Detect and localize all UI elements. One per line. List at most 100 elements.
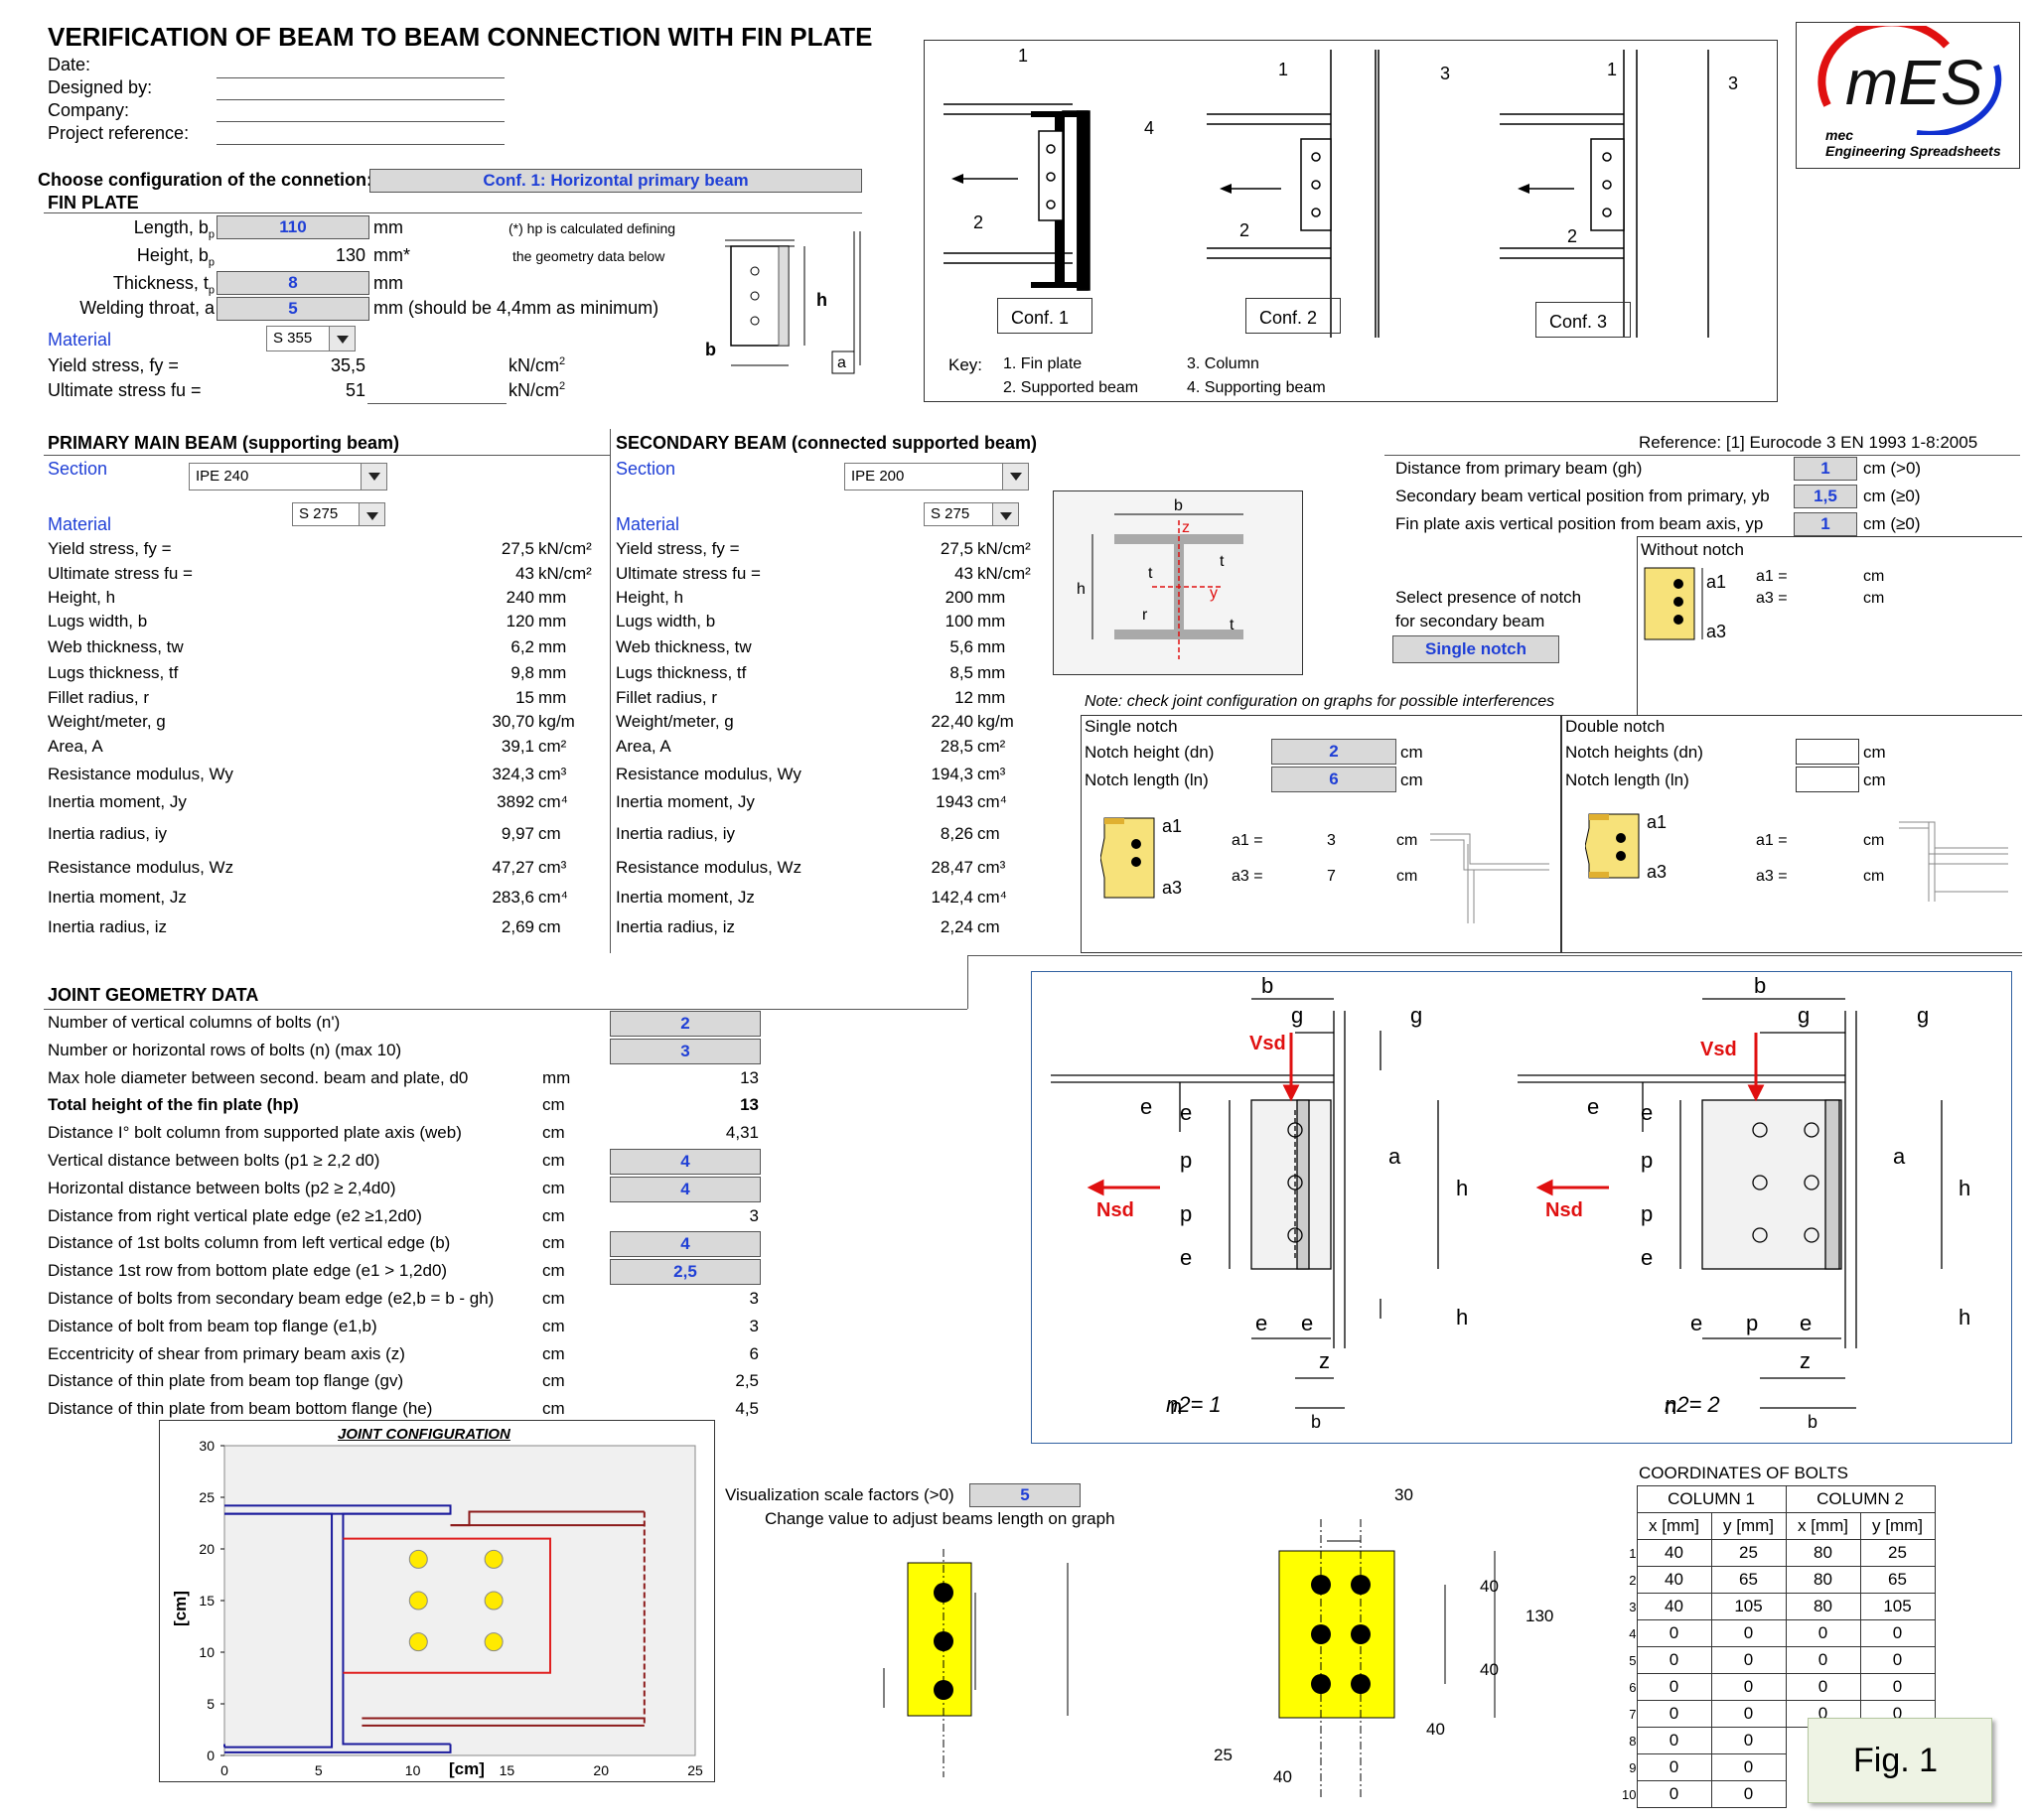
secondary-prop-label: Lugs width, b xyxy=(616,612,716,630)
secondary-prop-value: 194,3 xyxy=(931,765,973,783)
svg-text:p: p xyxy=(1180,1201,1192,1226)
notch-select[interactable]: Single notch xyxy=(1392,635,1559,663)
primary-prop-label: Height, h xyxy=(48,588,116,607)
primary-material-select[interactable]: S 275 xyxy=(292,502,385,526)
secondary-prop-value: 8,26 xyxy=(940,824,973,843)
primary-prop-unit: mm xyxy=(538,637,567,656)
without-a3-unit: cm xyxy=(1863,590,1885,607)
primary-material-label: Material xyxy=(48,514,112,534)
single-dn-input[interactable]: 2 xyxy=(1271,739,1396,765)
joint-row-input[interactable]: 2 xyxy=(610,1011,761,1037)
conf2-label: Conf. 2 xyxy=(1259,308,1318,328)
config-select[interactable]: Conf. 1: Horizontal primary beam xyxy=(369,169,862,193)
dim-25: 25 xyxy=(1214,1746,1233,1764)
fin-thickness-label: Thickness, tp xyxy=(112,273,215,297)
conf3-label-box xyxy=(1535,302,1631,338)
secondary-prop-label: Weight/meter, g xyxy=(616,712,734,731)
svg-text:e: e xyxy=(1140,1094,1152,1119)
svg-text:h: h xyxy=(1456,1305,1468,1330)
primary-prop-label: Resistance modulus, Wz xyxy=(48,858,234,877)
svg-text:b: b xyxy=(1261,973,1273,998)
secondary-prop-label: Yield stress, fy = xyxy=(616,539,740,558)
secondary-prop-unit: kN/cm² xyxy=(977,564,1031,583)
nsd-label-2: Nsd xyxy=(1545,1199,1583,1221)
primary-prop-value: 283,6 xyxy=(492,888,534,907)
fin-length-input[interactable]: 110 xyxy=(217,215,369,239)
fin-material-select[interactable]: S 355 xyxy=(266,326,356,351)
coords-head-y2: y [mm] xyxy=(1859,1512,1936,1540)
joint-row-label: Distance of bolts from secondary beam ed… xyxy=(48,1289,495,1308)
primary-prop-unit: mm xyxy=(538,663,567,682)
joint-row-input[interactable]: 4 xyxy=(610,1231,761,1258)
distance-input[interactable]: 1,5 xyxy=(1794,485,1857,508)
field-company-label: Company: xyxy=(48,100,130,120)
chart-primary-bottom xyxy=(224,1744,452,1753)
chart-ytick: 30 xyxy=(199,1438,215,1454)
joint-row-value: 3 xyxy=(749,1205,759,1225)
distance-input[interactable]: 1 xyxy=(1794,512,1857,536)
svg-text:e: e xyxy=(1587,1094,1599,1119)
joint-row-input[interactable]: 4 xyxy=(610,1149,761,1175)
primary-prop-unit: cm² xyxy=(538,737,567,756)
secondary-prop-label: Fillet radius, r xyxy=(616,688,718,707)
configurations-panel xyxy=(924,40,1778,402)
secondary-prop-unit: mm xyxy=(977,688,1006,707)
secondary-prop-label: Resistance modulus, Wz xyxy=(616,858,802,877)
conf1-label: Conf. 1 xyxy=(1011,308,1070,328)
field-date-line[interactable] xyxy=(217,77,505,78)
svg-text:3: 3 xyxy=(1728,73,1738,93)
field-project-line[interactable] xyxy=(217,144,505,145)
joint-row-unit: cm xyxy=(542,1399,565,1419)
single-ln-input[interactable]: 6 xyxy=(1271,767,1396,792)
secondary-prop-unit: kg/m xyxy=(977,712,1014,731)
coords-cell: 0 xyxy=(1636,1753,1712,1781)
joint-row-input[interactable]: 2,5 xyxy=(610,1259,761,1286)
secondary-prop-label: Inertia moment, Jz xyxy=(616,888,755,907)
secondary-prop-value: 28,47 xyxy=(931,858,973,877)
joint-row-input[interactable]: 3 xyxy=(610,1038,761,1064)
field-company-line[interactable] xyxy=(217,121,505,122)
secondary-prop-label: Height, h xyxy=(616,588,684,607)
joint-row-unit: cm xyxy=(542,1316,565,1335)
coords-cell: 0 xyxy=(1636,1673,1712,1701)
primary-prop-unit: mm xyxy=(538,688,567,707)
fin-height-value: 130 xyxy=(335,245,365,265)
field-designer-label: Designed by: xyxy=(48,77,153,97)
svg-text:g: g xyxy=(1291,1003,1303,1028)
config-label: Choose configuration of the connetion: xyxy=(38,170,372,190)
svg-text:e: e xyxy=(1800,1311,1812,1335)
secondary-prop-unit: cm³ xyxy=(977,765,1006,783)
fin-weld-input[interactable]: 5 xyxy=(217,297,369,321)
distance-input[interactable]: 1 xyxy=(1794,457,1857,481)
single-a1-value: 3 xyxy=(1327,832,1336,849)
scale-input[interactable]: 5 xyxy=(969,1483,1081,1507)
fin-height-label: Height, bp xyxy=(136,245,215,269)
double-dn-input[interactable] xyxy=(1796,739,1859,765)
field-designer-line[interactable] xyxy=(217,99,505,100)
secondary-material-select[interactable]: S 275 xyxy=(924,502,1019,526)
coords-cell: 25 xyxy=(1710,1539,1787,1567)
single-a3-unit: cm xyxy=(1396,868,1418,885)
chart-ytick: 25 xyxy=(199,1489,215,1505)
single-dn-label: Notch height (dn) xyxy=(1085,743,1215,762)
coords-cell: 0 xyxy=(1636,1700,1712,1728)
secondary-prop-value: 100 xyxy=(944,612,973,630)
coords-cell: 0 xyxy=(1710,1673,1787,1701)
coords-cell: 105 xyxy=(1710,1593,1787,1620)
fin-thickness-input[interactable]: 8 xyxy=(217,271,369,295)
chart-fin-plate xyxy=(343,1537,552,1674)
joint-row-input[interactable]: 4 xyxy=(610,1176,761,1202)
double-notch-sketch xyxy=(1899,821,2008,902)
fin-note-1: (*) hp is calculated defining xyxy=(508,220,676,236)
secondary-section-select[interactable]: IPE 200 xyxy=(844,463,1029,490)
fin-fu-label: Ultimate stress fu = xyxy=(48,380,202,400)
primary-prop-unit: kN/cm² xyxy=(538,564,592,583)
primary-prop-unit: cm⁴ xyxy=(538,888,568,907)
joint-row-label: Distance from right vertical plate edge … xyxy=(48,1205,422,1225)
primary-section-select[interactable]: IPE 240 xyxy=(189,463,387,490)
coords-head-x1: x [mm] xyxy=(1636,1512,1712,1540)
double-ln-input[interactable] xyxy=(1796,767,1859,792)
